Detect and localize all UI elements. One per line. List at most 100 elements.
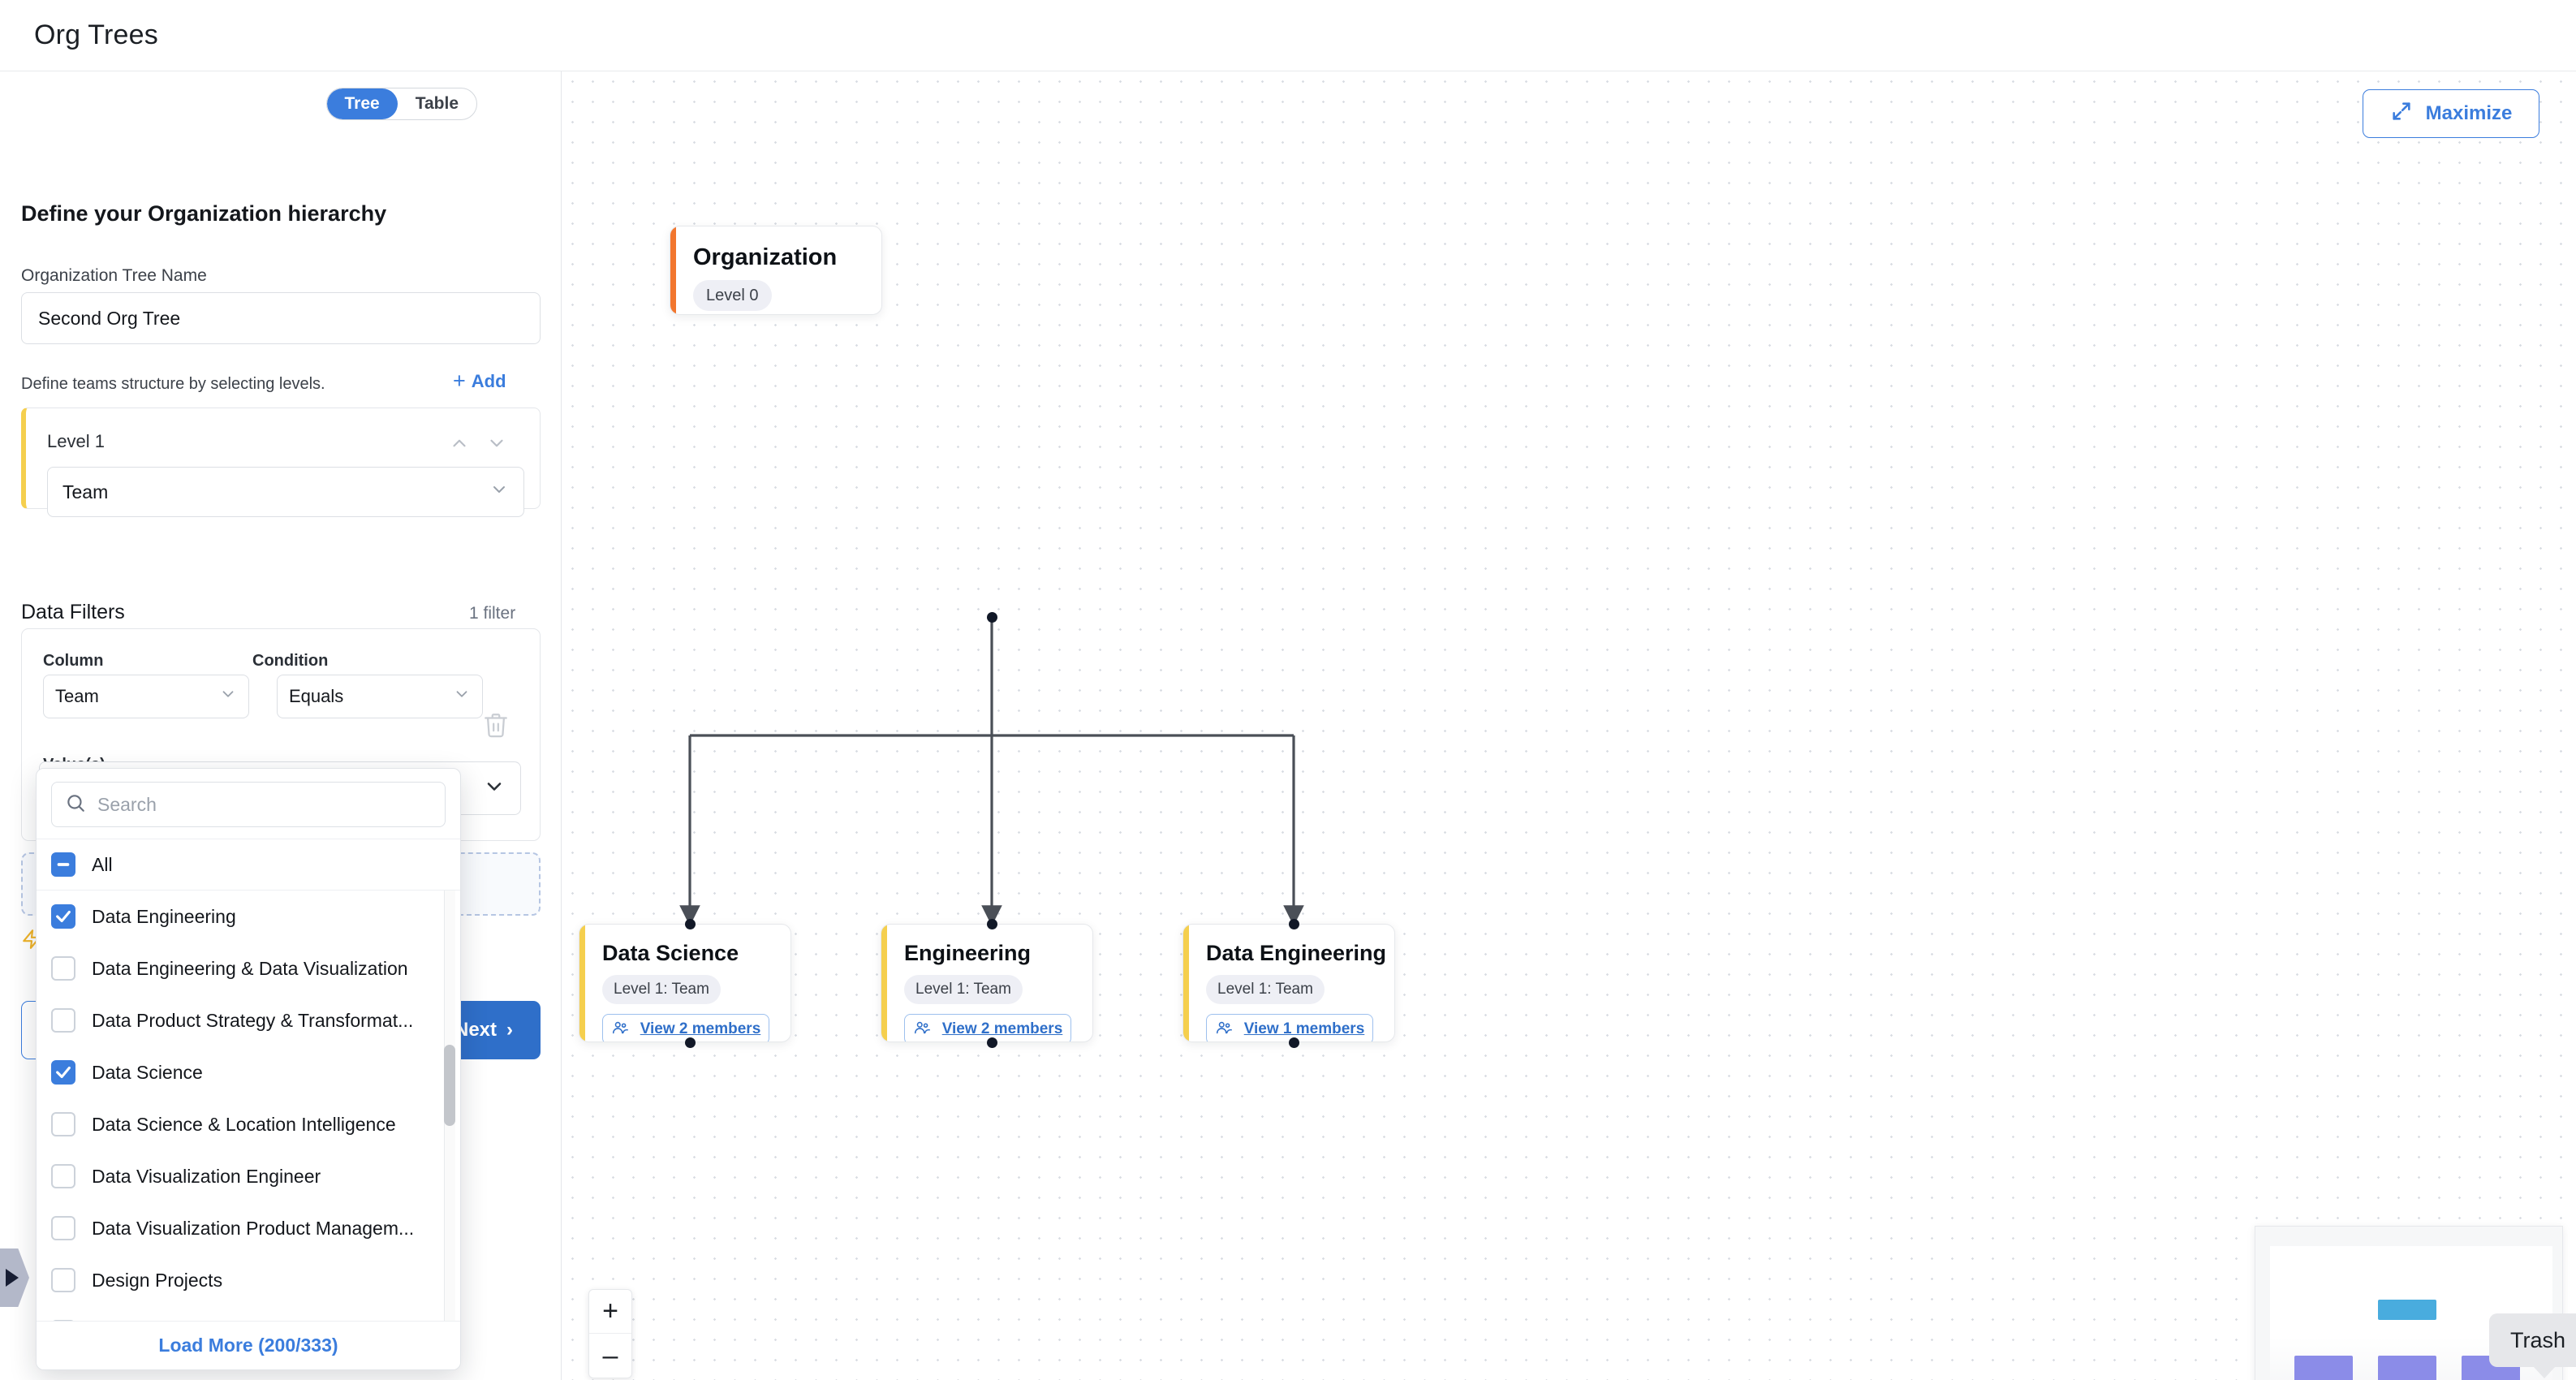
levels-hint: Define teams structure by selecting leve… <box>21 375 325 393</box>
zoom-in-button[interactable]: + <box>589 1290 631 1334</box>
checkbox-checked[interactable] <box>51 1060 75 1085</box>
dropdown-search-box[interactable] <box>51 782 446 827</box>
chevron-down-icon[interactable] <box>486 433 507 454</box>
checkbox-checked[interactable] <box>51 904 75 929</box>
maximize-button[interactable]: Maximize <box>2363 89 2539 138</box>
dropdown-option[interactable]: Design Projects <box>37 1254 460 1306</box>
load-more-button[interactable]: Load More (200/333) <box>37 1321 460 1369</box>
minimap-node-child <box>2294 1356 2353 1380</box>
level-dimension-value: Team <box>62 481 109 502</box>
filter-condition-select[interactable]: Equals <box>277 675 483 718</box>
dropdown-option-label: Data Engineering & Data Visualization <box>92 957 408 979</box>
node-title: Engineering <box>904 941 1032 965</box>
node-port-bottom[interactable] <box>685 1037 696 1048</box>
tree-name-label: Organization Tree Name <box>21 266 207 285</box>
select-all-label: All <box>92 853 113 875</box>
org-node-child[interactable]: Data Engineering Level 1: Team View 1 me… <box>1182 924 1395 1042</box>
view-members-button[interactable]: View 1 members <box>1206 1014 1373 1041</box>
chevron-right-icon: › <box>506 1019 514 1041</box>
members-icon <box>913 1019 931 1041</box>
filter-condition-label: Condition <box>252 652 329 670</box>
level-title: Level 1 <box>47 431 105 451</box>
dropdown-option[interactable]: Data Visualization Product Managem... <box>37 1202 460 1254</box>
lightning-icon <box>21 929 42 955</box>
level-card: Level 1 Team <box>21 408 541 517</box>
checkbox-unchecked[interactable] <box>51 1008 75 1033</box>
checkbox-unchecked[interactable] <box>51 1112 75 1136</box>
level-dimension-select[interactable]: Team <box>47 467 524 517</box>
checkbox-indeterminate[interactable] <box>51 852 75 877</box>
minimap-node-root <box>2378 1300 2436 1320</box>
node-port-bottom[interactable] <box>987 1037 997 1048</box>
node-accent-bar <box>670 226 676 314</box>
dropdown-option[interactable]: Data Engineering <box>37 891 460 942</box>
connector-lines <box>679 617 1304 926</box>
chevron-down-icon <box>453 685 471 708</box>
node-port-top[interactable] <box>1289 919 1299 929</box>
checkbox-unchecked[interactable] <box>51 956 75 981</box>
node-accent-bar <box>881 925 887 1041</box>
trash-tooltip: Trash <box>2489 1313 2576 1378</box>
view-members-button[interactable]: View 2 members <box>904 1014 1071 1041</box>
chevron-down-icon <box>489 480 509 504</box>
chevron-down-icon <box>483 775 506 802</box>
view-mode-toggle: Tree Table <box>325 88 477 120</box>
dropdown-search-wrap <box>37 769 460 839</box>
tree-name-input[interactable] <box>21 292 541 344</box>
next-label: Next <box>454 1019 498 1041</box>
filter-column-select[interactable]: Team <box>43 675 249 718</box>
checkbox-unchecked[interactable] <box>51 1216 75 1240</box>
node-port-top[interactable] <box>987 919 997 929</box>
add-level-label: Add <box>471 370 506 391</box>
node-accent-bar <box>1183 925 1189 1041</box>
view-members-label: View 2 members <box>941 1020 1063 1037</box>
minimap-node-child <box>2378 1356 2436 1380</box>
org-node-root[interactable]: Organization Level 0 <box>670 226 882 315</box>
dropdown-scrollbar-thumb[interactable] <box>444 1045 455 1126</box>
node-level-badge: Level 0 <box>693 280 772 311</box>
node-port-bottom[interactable] <box>1289 1037 1299 1048</box>
data-filters-title: Data Filters <box>21 601 125 623</box>
filter-condition-value: Equals <box>289 686 344 706</box>
node-title: Data Science <box>602 941 739 965</box>
checkbox-unchecked[interactable] <box>51 1268 75 1292</box>
filter-column-label: Column <box>43 652 104 670</box>
page-title: Org Trees <box>34 19 158 50</box>
node-title: Organization <box>693 244 838 270</box>
tab-table[interactable]: Table <box>415 94 459 113</box>
dropdown-option-label: Data Engineering <box>92 905 236 927</box>
add-level-button[interactable]: + Add <box>453 370 506 392</box>
tab-tree[interactable]: Tree <box>326 88 398 119</box>
panel-heading: Define your Organization hierarchy <box>21 201 387 226</box>
delete-filter-icon[interactable] <box>482 711 510 739</box>
org-node-child[interactable]: Engineering Level 1: Team View 2 members <box>881 924 1093 1042</box>
org-node-child[interactable]: Data Science Level 1: Team View 2 member… <box>579 924 791 1042</box>
filter-column-value: Team <box>55 686 99 706</box>
search-input[interactable] <box>97 793 432 816</box>
node-port-bottom[interactable] <box>987 612 997 623</box>
dropdown-option[interactable]: Data Product Strategy & Transformat... <box>37 994 460 1046</box>
view-members-label: View 2 members <box>640 1020 761 1037</box>
checkbox-unchecked[interactable] <box>51 1164 75 1188</box>
org-chart-canvas[interactable]: Maximize Organization Level 0 Data Scien… <box>562 71 2576 1380</box>
search-icon <box>65 792 86 817</box>
view-members-button[interactable]: View 2 members <box>602 1014 769 1041</box>
dropdown-option[interactable]: Data Science & Location Intelligence <box>37 1098 460 1150</box>
dropdown-option-label: Data Visualization Product Managem... <box>92 1217 415 1239</box>
dropdown-option-label: Data Product Strategy & Transformat... <box>92 1009 414 1031</box>
maximize-label: Maximize <box>2425 102 2513 124</box>
dropdown-option[interactable]: Data Science <box>37 1046 460 1098</box>
node-accent-bar <box>579 925 585 1041</box>
node-port-top[interactable] <box>685 919 696 929</box>
chevron-up-icon[interactable] <box>449 433 470 454</box>
zoom-out-button[interactable]: – <box>602 1339 618 1371</box>
dropdown-option-label: Data Science <box>92 1061 203 1083</box>
dropdown-option[interactable]: Data Visualization Engineer <box>37 1150 460 1202</box>
view-members-label: View 1 members <box>1243 1020 1365 1037</box>
dropdown-option[interactable]: Data Engineering & Data Visualization <box>37 942 460 994</box>
dropdown-option-label: Design Projects <box>92 1269 223 1291</box>
node-level-badge: Level 1: Team <box>602 975 721 1004</box>
dropdown-option-label: Data Visualization Engineer <box>92 1165 321 1187</box>
select-all-row[interactable]: All <box>37 839 460 891</box>
